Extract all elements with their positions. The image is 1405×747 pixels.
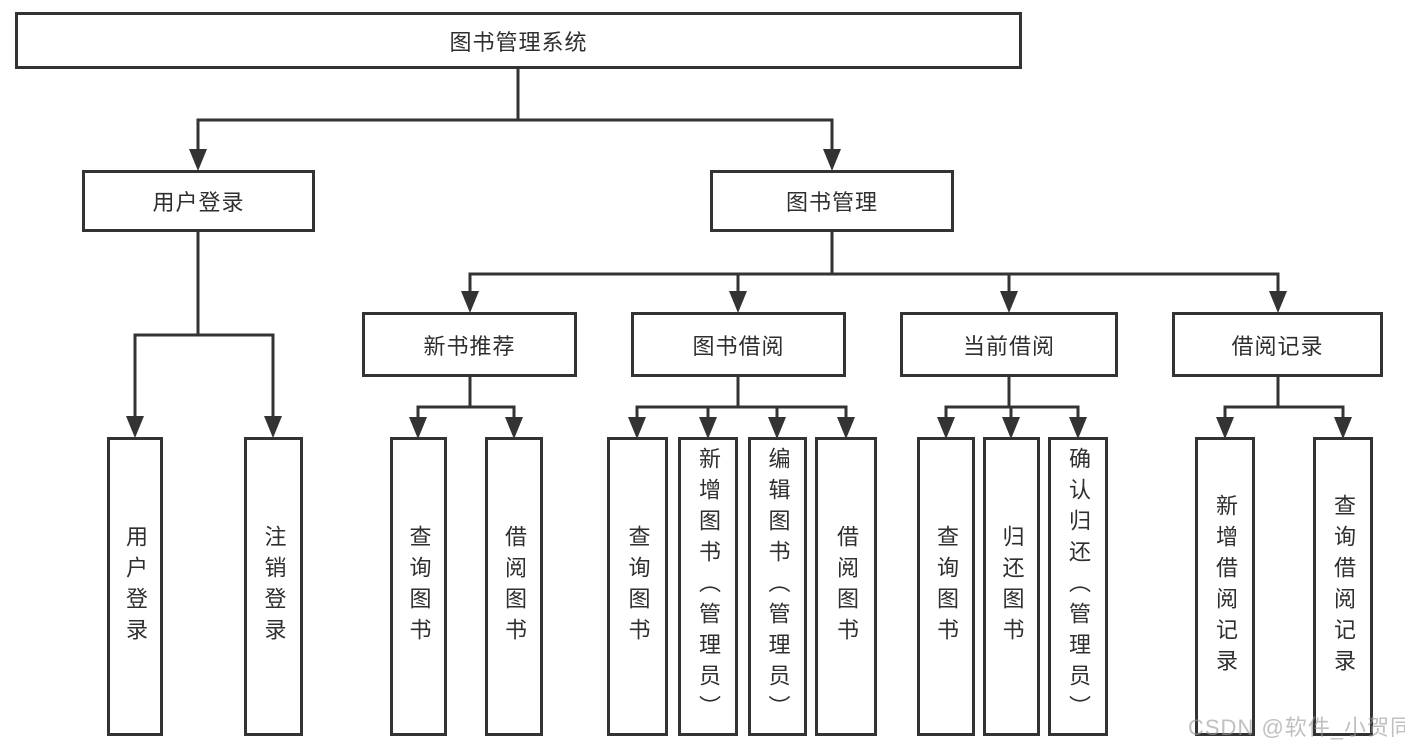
node-label: 用户登录 — [152, 190, 245, 215]
arrow-down-icon — [837, 417, 855, 439]
leaf-label: 查询图书 — [934, 524, 959, 649]
node-book-management: 图书管理 — [710, 170, 954, 232]
arrow-down-icon — [126, 416, 144, 438]
node-label: 图书借阅 — [692, 333, 785, 359]
leaf-query-books: 查询图书 — [607, 437, 668, 736]
leaf-edit-books-admin: 编辑图书（管理员） — [748, 437, 807, 736]
leaf-query-books: 查询图书 — [390, 437, 447, 736]
node-label: 当前借阅 — [962, 333, 1055, 359]
leaf-label: 查询借阅记录 — [1331, 493, 1356, 680]
arrow-down-icon — [628, 417, 646, 439]
node-label: 图书管理 — [785, 190, 878, 215]
leaf-query-books: 查询图书 — [917, 437, 975, 736]
node-current-borrow: 当前借阅 — [900, 312, 1118, 377]
arrow-down-icon — [1269, 291, 1287, 313]
arrow-down-icon — [1000, 291, 1018, 313]
leaf-borrow-books: 借阅图书 — [815, 437, 877, 736]
arrow-down-icon — [505, 417, 523, 439]
leaf-label: 归还图书 — [999, 524, 1025, 649]
leaf-label: 新增图书（管理员） — [696, 447, 721, 726]
leaf-add-borrow-record: 新增借阅记录 — [1195, 437, 1255, 736]
node-label: 图书管理系统 — [449, 29, 588, 55]
leaf-user-login: 用户登录 — [107, 437, 163, 736]
leaf-label: 新增借阅记录 — [1213, 493, 1238, 680]
arrow-down-icon — [1216, 417, 1234, 439]
node-user-login: 用户登录 — [82, 170, 315, 232]
csdn-watermark: CSDN @软件_小贺同学 — [1188, 715, 1405, 740]
leaf-label: 注销登录 — [261, 524, 287, 649]
leaf-label: 查询图书 — [625, 524, 651, 649]
leaf-label: 确认归还（管理员） — [1066, 447, 1091, 726]
node-book-borrow: 图书借阅 — [631, 312, 846, 377]
arrow-down-icon — [729, 291, 747, 313]
arrow-down-icon — [823, 149, 841, 171]
arrow-down-icon — [409, 417, 427, 439]
node-root: 图书管理系统 — [15, 12, 1022, 69]
node-new-book-recommend: 新书推荐 — [362, 312, 577, 377]
leaf-logout: 注销登录 — [244, 437, 303, 736]
leaf-label: 用户登录 — [123, 524, 148, 649]
node-borrow-records: 借阅记录 — [1172, 312, 1383, 377]
arrow-down-icon — [461, 291, 479, 313]
leaf-query-borrow-record: 查询借阅记录 — [1313, 437, 1373, 736]
leaf-add-books-admin: 新增图书（管理员） — [678, 437, 738, 736]
node-label: 借阅记录 — [1231, 333, 1324, 359]
arrow-down-icon — [1334, 417, 1352, 439]
node-label: 新书推荐 — [423, 333, 516, 359]
arrow-down-icon — [699, 417, 717, 439]
leaf-label: 编辑图书（管理员） — [765, 447, 791, 726]
arrow-down-icon — [189, 149, 207, 171]
leaf-label: 借阅图书 — [502, 524, 527, 649]
leaf-confirm-return-admin: 确认归还（管理员） — [1048, 437, 1108, 736]
arrow-down-icon — [264, 416, 282, 438]
leaf-return-books: 归还图书 — [983, 437, 1040, 736]
arrow-down-icon — [1002, 417, 1020, 439]
leaf-label: 查询图书 — [406, 524, 432, 649]
arrow-down-icon — [768, 417, 786, 439]
arrow-down-icon — [937, 417, 955, 439]
arrow-down-icon — [1069, 417, 1087, 439]
leaf-label: 借阅图书 — [834, 524, 859, 649]
leaf-borrow-books: 借阅图书 — [485, 437, 543, 736]
